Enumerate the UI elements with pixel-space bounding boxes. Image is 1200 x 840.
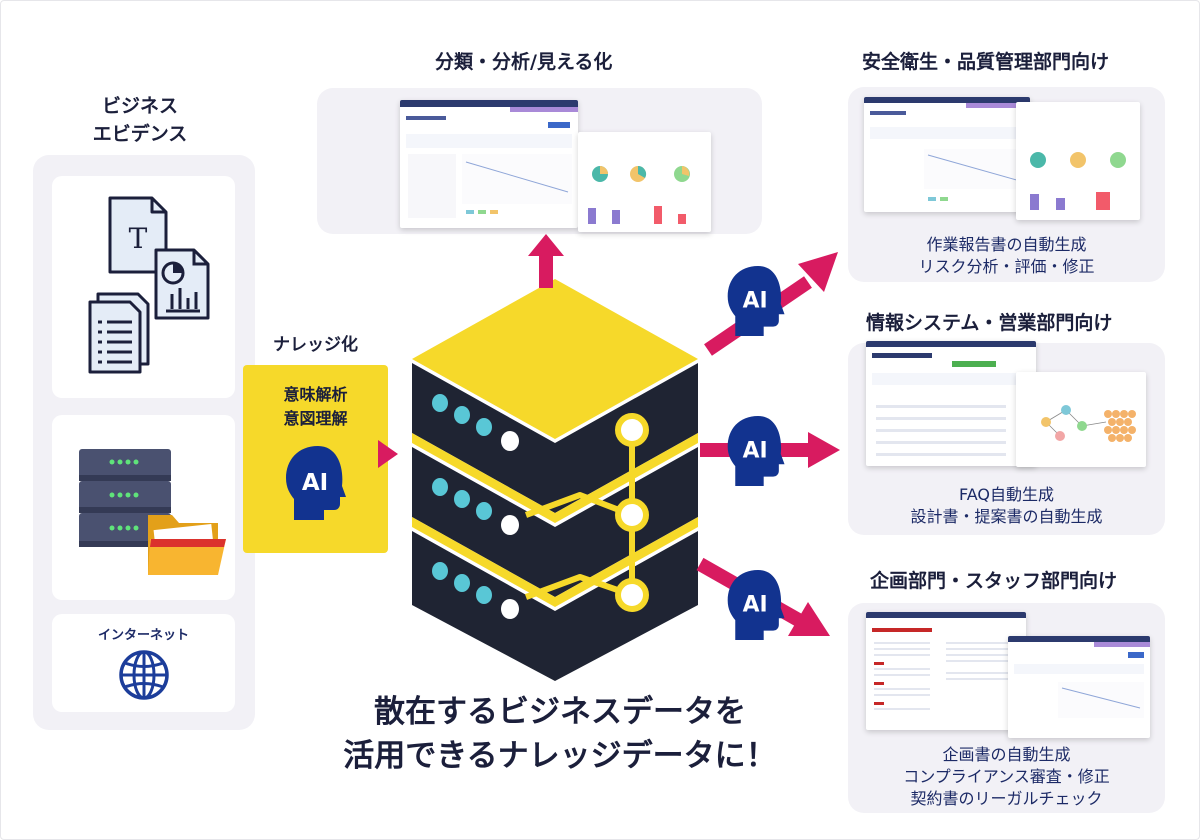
network-graph-screenshot bbox=[1016, 372, 1146, 467]
internet-label: インターネット bbox=[97, 628, 189, 643]
report-screenshot bbox=[864, 97, 1030, 212]
risk-screenshot bbox=[1016, 102, 1140, 220]
ai-label: AI bbox=[302, 470, 328, 496]
knowledge-title: ナレッジ化 bbox=[273, 335, 358, 355]
headline: 散在するビジネスデータを 活用できるナレッジデータに！ bbox=[343, 694, 777, 774]
dashboard-screenshot bbox=[400, 100, 578, 228]
ai-head-icon-2: AI bbox=[727, 415, 785, 487]
faq-screenshot bbox=[866, 341, 1036, 466]
arrow-right-icon bbox=[378, 440, 398, 468]
planning-section-description: 企画書の自動生成 コンプライアンス審査・修正 契約書のリーガルチェック bbox=[903, 745, 1110, 808]
evidence-title: ビジネス エビデンス bbox=[92, 95, 188, 145]
arrow-up-icon bbox=[528, 234, 564, 288]
ai-badge-label: AI bbox=[743, 289, 768, 314]
infosys-section-title: 情報システム・営業部門向け bbox=[866, 312, 1113, 334]
documents-card: T bbox=[52, 176, 235, 398]
ai-badge-label: AI bbox=[743, 593, 768, 618]
compliance-screenshot bbox=[1008, 636, 1150, 738]
planning-section-title: 企画部門・スタッフ部門向け bbox=[870, 570, 1118, 592]
infosys-section-description: FAQ自動生成 設計書・提案書の自動生成 bbox=[910, 485, 1103, 526]
safety-section-title: 安全衛生・品質管理部門向け bbox=[862, 51, 1110, 73]
analysis-screenshot bbox=[578, 132, 711, 232]
ai-head-icon: AI bbox=[286, 446, 346, 520]
ai-head-icon-3: AI bbox=[727, 569, 785, 641]
ai-head-icon-1: AI bbox=[727, 265, 785, 337]
knowledge-description: 意味解析 意図理解 bbox=[283, 385, 348, 428]
globe-icon bbox=[119, 650, 169, 700]
server-folder-icon bbox=[79, 449, 226, 575]
documents-icon: T bbox=[88, 196, 210, 374]
ai-badge-label: AI bbox=[743, 439, 768, 464]
proposal-screenshot bbox=[866, 612, 1026, 730]
central-server-icon bbox=[412, 279, 698, 681]
svg-text:T: T bbox=[129, 222, 148, 255]
safety-section-description: 作業報告書の自動生成 リスク分析・評価・修正 bbox=[918, 235, 1095, 276]
servers-card bbox=[52, 415, 235, 600]
top-section-title: 分類・分析/見える化 bbox=[435, 51, 613, 73]
